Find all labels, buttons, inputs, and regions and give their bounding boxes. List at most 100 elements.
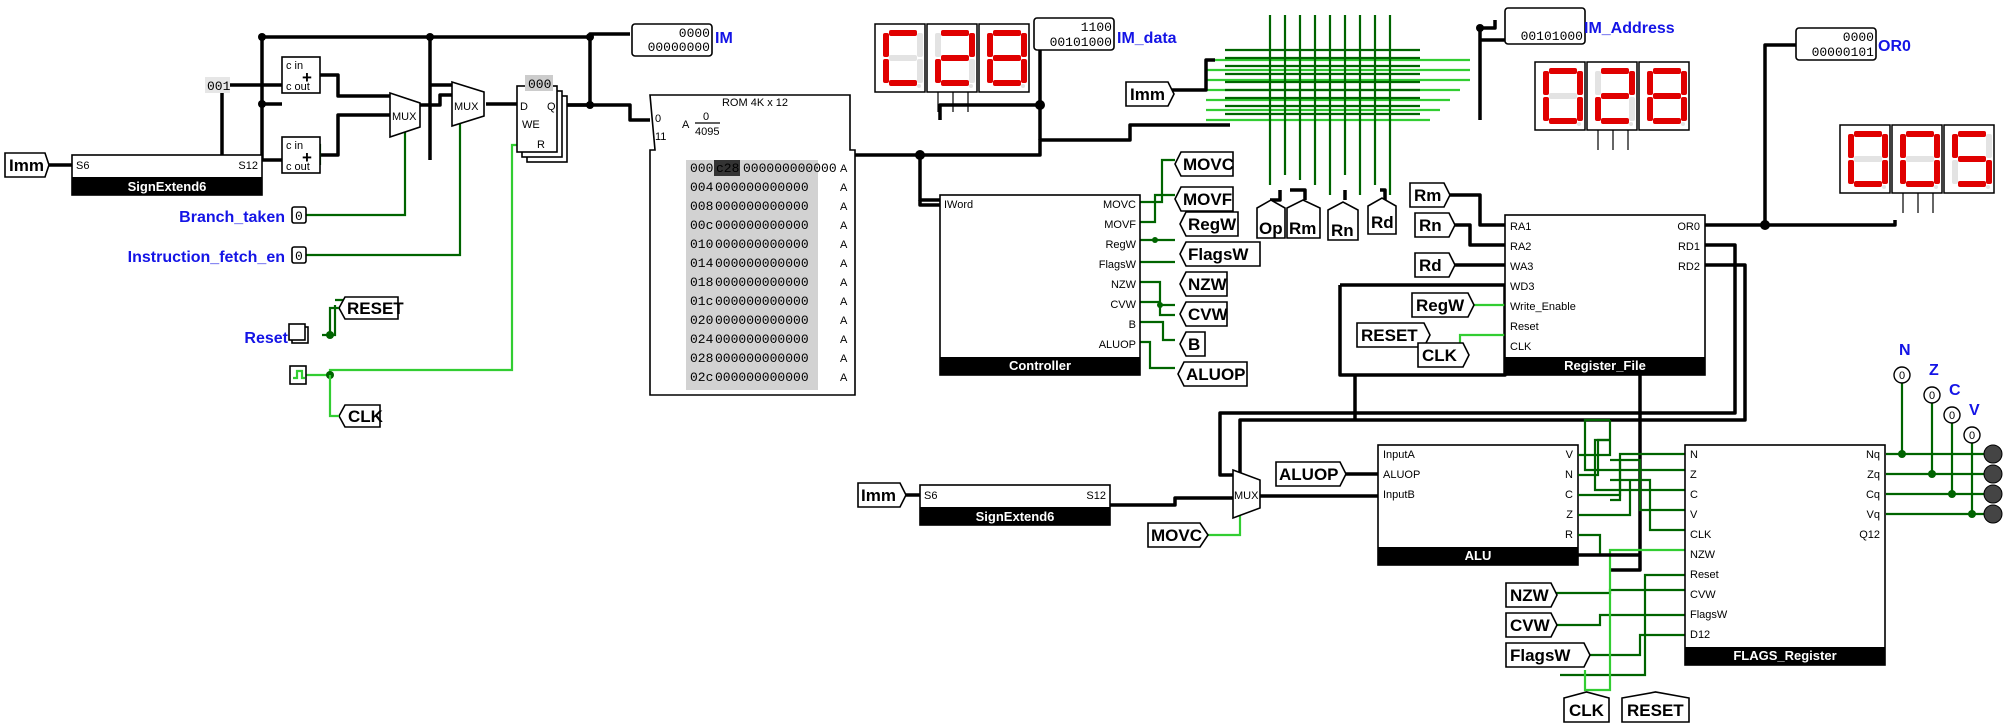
svg-text:V: V xyxy=(1969,402,1980,419)
probe-im-data: 1100 00101000 IM_data xyxy=(1033,17,1177,51)
svg-text:Z: Z xyxy=(1929,362,1939,379)
svg-text:008: 008 xyxy=(690,199,713,214)
mux-branch-label: MUX xyxy=(392,111,417,123)
tunnel-rf-rd: Rd xyxy=(1414,252,1456,278)
svg-text:MOVF: MOVF xyxy=(1183,190,1232,209)
flags-out-cq: Cq xyxy=(1866,489,1880,501)
svg-text:014: 014 xyxy=(690,256,714,271)
tunnel-rf-clk: CLK xyxy=(1417,342,1470,368)
controller-out-nzw: NZW xyxy=(1111,279,1137,291)
register-file-in-wa3: WA3 xyxy=(1510,261,1533,273)
tunnel-rn: Rn xyxy=(1327,201,1359,241)
tunnel-rf-reset: RESET xyxy=(1356,322,1431,348)
tunnel-cvw: CVW xyxy=(1179,301,1229,327)
mux-fetch: MUX xyxy=(451,80,485,128)
controller-out-cvw: CVW xyxy=(1110,299,1136,311)
seven-seg-display-instruction xyxy=(874,23,1030,112)
flags-out-zq: Zq xyxy=(1867,469,1880,481)
controller-out-movc: MOVC xyxy=(1103,199,1136,211)
mux-branch: MUX xyxy=(389,91,421,139)
svg-text:A: A xyxy=(840,315,848,327)
tunnel-imm-bottom-label: Imm xyxy=(861,486,896,505)
pc-register: 000 D Q WE R xyxy=(516,75,568,163)
rom-addr-top: 0 xyxy=(703,111,709,123)
adder-bottom-cout: c out xyxy=(286,161,310,173)
adder-bottom-plus: + xyxy=(302,148,312,167)
svg-text:A: A xyxy=(840,163,848,175)
controller-in: IWord xyxy=(944,199,973,211)
instruction-fetch-en-pin[interactable]: 0 xyxy=(291,246,307,264)
svg-text:A: A xyxy=(840,220,848,232)
register-file-out-rd2: RD2 xyxy=(1678,261,1700,273)
svg-text:A: A xyxy=(840,334,848,346)
register-file-in-clk: CLK xyxy=(1510,341,1532,353)
svg-text:RegW: RegW xyxy=(1188,215,1237,234)
instruction-fetch-en-label: Instruction_fetch_en xyxy=(128,249,285,266)
flags-out-q12: Q12 xyxy=(1859,529,1880,541)
sign-extend-bottom-in: S6 xyxy=(924,490,937,502)
svg-text:FlagsW: FlagsW xyxy=(1510,646,1571,665)
tunnel-clk-left-label: CLK xyxy=(348,407,384,426)
flags-out-nq: Nq xyxy=(1866,449,1880,461)
flags-in-d12: D12 xyxy=(1690,629,1710,641)
register-file-in-wd3: WD3 xyxy=(1510,281,1534,293)
disp-address-digit-2 xyxy=(1638,61,1690,131)
flags-out-vq: Vq xyxy=(1867,509,1880,521)
svg-text:024: 024 xyxy=(690,332,714,347)
alu-out-n: N xyxy=(1565,469,1573,481)
mux-alu-b: MUX xyxy=(1232,468,1261,520)
tunnel-rn-label: Rn xyxy=(1331,221,1354,240)
tunnel-nzw: NZW xyxy=(1179,271,1228,297)
flags-in-nzw: NZW xyxy=(1690,549,1716,561)
svg-text:004: 004 xyxy=(690,180,714,195)
register-file-out-rd1: RD1 xyxy=(1678,241,1700,253)
tunnel-fl-nzw: NZW xyxy=(1505,582,1558,608)
sign-extend-top-out: S12 xyxy=(238,160,258,172)
tunnel-rf-rm: Rm xyxy=(1409,182,1451,208)
sign-extend-top-in: S6 xyxy=(76,160,89,172)
tunnel-imm-bottom: Imm xyxy=(857,482,907,508)
flags-in-z: Z xyxy=(1690,469,1697,481)
pc-register-q: Q xyxy=(547,101,556,113)
imm-input-left[interactable]: Imm xyxy=(4,152,50,178)
probe-im-top: 0000 xyxy=(679,26,710,41)
svg-text:RegW: RegW xyxy=(1416,296,1465,315)
probe-or0-top: 0000 xyxy=(1843,30,1874,45)
seven-seg-display-or0 xyxy=(1839,124,1995,213)
svg-text:028: 028 xyxy=(690,351,713,366)
adder-top-cout: c out xyxy=(286,81,310,93)
branch-taken-value: 0 xyxy=(295,209,303,224)
flag-output-c: C0 xyxy=(1943,382,2003,504)
svg-text:02c: 02c xyxy=(690,370,713,385)
pc-register-we: WE xyxy=(522,119,540,131)
pc-register-r: R xyxy=(537,139,545,151)
alu-out-z: Z xyxy=(1566,509,1573,521)
alu-title: ALU xyxy=(1465,548,1492,563)
branch-taken-pin[interactable]: 0 xyxy=(291,206,307,224)
controller-out-aluop: ALUOP xyxy=(1099,339,1136,351)
clock-input[interactable] xyxy=(289,365,307,385)
svg-text:000: 000 xyxy=(690,161,713,176)
tunnel-fl-reset: RESET xyxy=(1621,691,1690,723)
flags-in-v: V xyxy=(1690,509,1698,521)
svg-text:018: 018 xyxy=(690,275,713,290)
svg-text:A: A xyxy=(840,296,848,308)
flags-in-c: C xyxy=(1690,489,1698,501)
tunnel-aluop: ALUOP xyxy=(1177,361,1248,387)
svg-text:0: 0 xyxy=(1929,390,1935,402)
disp-address-digit-1 xyxy=(1586,61,1638,131)
probe-im-address: 00101000 IM_Address xyxy=(1504,7,1675,45)
adder-top: c in c out + xyxy=(281,56,321,94)
reset-button[interactable] xyxy=(288,323,309,344)
tunnel-movf: MOVF xyxy=(1174,186,1234,212)
adder-top-plus: + xyxy=(302,68,312,87)
tunnel-aluop-alu-label: ALUOP xyxy=(1279,465,1339,484)
svg-text:c28: c28 xyxy=(716,161,739,176)
disp-instruction-digit-2 xyxy=(978,23,1030,93)
